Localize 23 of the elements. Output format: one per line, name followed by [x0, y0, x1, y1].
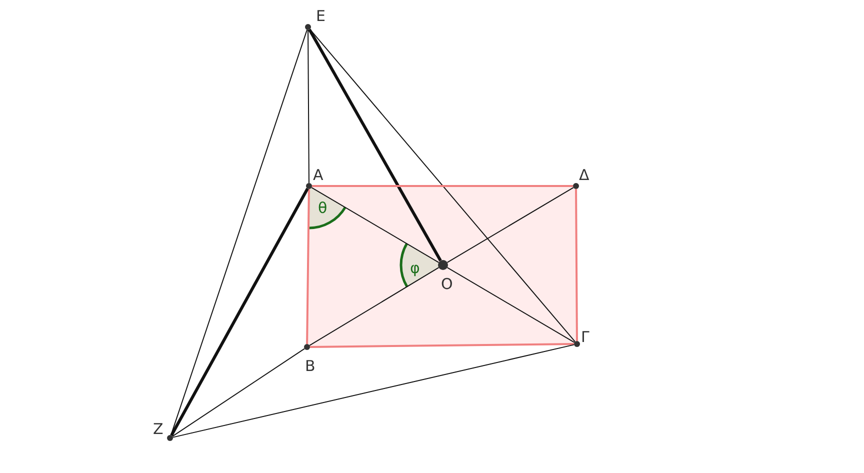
line-segment — [308, 28, 442, 262]
line-segment — [172, 348, 305, 437]
line-segment — [172, 344, 575, 438]
line-segment — [306, 188, 310, 344]
line-segment — [575, 189, 578, 341]
line-segment — [310, 343, 574, 348]
point-label: Δ — [579, 168, 590, 183]
point-label: O — [441, 277, 453, 292]
line-segment — [312, 185, 573, 187]
line-segment — [309, 267, 440, 346]
point-label: Z — [153, 422, 164, 437]
line-segment — [170, 188, 309, 436]
point-label: B — [305, 359, 316, 374]
line-segment — [446, 267, 575, 343]
line-segment — [308, 30, 310, 184]
line-segment — [311, 187, 440, 263]
point-label: Γ — [581, 330, 590, 345]
point-label: E — [316, 9, 326, 24]
line-segment — [309, 28, 576, 342]
line-segment — [446, 187, 574, 263]
point-label: A — [313, 168, 324, 183]
angle-label: θ — [318, 201, 328, 216]
angle-label: φ — [410, 261, 420, 276]
